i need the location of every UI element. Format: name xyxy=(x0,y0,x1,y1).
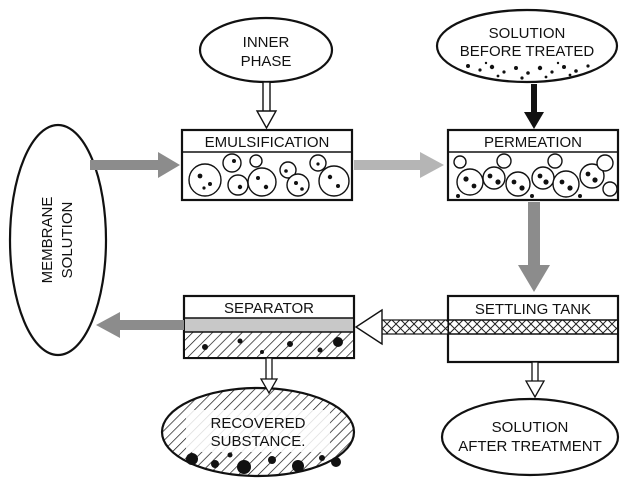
arrow-emulsification-to-permeation xyxy=(354,152,444,178)
solution-after-label-1: SOLUTION xyxy=(492,419,569,436)
inner-phase-node: INNER PHASE xyxy=(198,16,334,84)
inner-phase-label-1: INNER xyxy=(243,34,290,51)
solution-before-label-2: BEFORE TREATED xyxy=(460,43,595,60)
solution-before-node: SOLUTION BEFORE TREATED xyxy=(435,8,619,84)
separator-node: SEPARATOR xyxy=(182,294,356,360)
solution-before-label-1: SOLUTION xyxy=(489,25,566,42)
solution-after-node: SOLUTION AFTER TREATMENT xyxy=(440,397,620,477)
emulsification-node: EMULSIFICATION xyxy=(180,128,354,202)
membrane-solution-label-1: MEMBRANE xyxy=(39,197,56,284)
arrow-permeation-to-settling xyxy=(518,202,550,292)
permeation-node: PERMEATION xyxy=(446,128,620,202)
emulsion-droplets xyxy=(188,153,350,197)
arrow-membrane-to-emulsification xyxy=(90,152,180,178)
arrow-separator-to-membrane xyxy=(96,312,184,338)
settling-tank-label: SETTLING TANK xyxy=(475,301,591,318)
recovered-label-1: RECOVERED xyxy=(210,415,305,432)
solution-before-particles xyxy=(466,61,590,80)
arrow-separator-to-recovered xyxy=(259,357,279,395)
recovered-label-2: SUBSTANCE. xyxy=(211,433,306,450)
separator-particles xyxy=(202,337,343,354)
arrow-settling-to-separator xyxy=(354,308,449,346)
separator-label: SEPARATOR xyxy=(224,300,314,317)
recovered-substance-node: RECOVERED SUBSTANCE. xyxy=(160,386,356,478)
arrow-inner-to-emulsification xyxy=(255,81,278,130)
inner-phase-label-2: PHASE xyxy=(241,53,292,70)
settling-tank-node: SETTLING TANK xyxy=(446,294,620,364)
emulsification-label: EMULSIFICATION xyxy=(205,134,330,151)
solution-after-label-2: AFTER TREATMENT xyxy=(458,438,602,455)
permeation-droplets xyxy=(453,153,618,198)
membrane-solution-label-2: SOLUTION xyxy=(59,202,76,279)
recovered-particles xyxy=(186,452,341,474)
membrane-solution-node: MEMBRANE SOLUTION xyxy=(8,123,108,357)
arrow-settling-to-solution-after xyxy=(524,361,546,399)
permeation-label: PERMEATION xyxy=(484,134,582,151)
arrow-solution-to-permeation xyxy=(524,84,544,129)
